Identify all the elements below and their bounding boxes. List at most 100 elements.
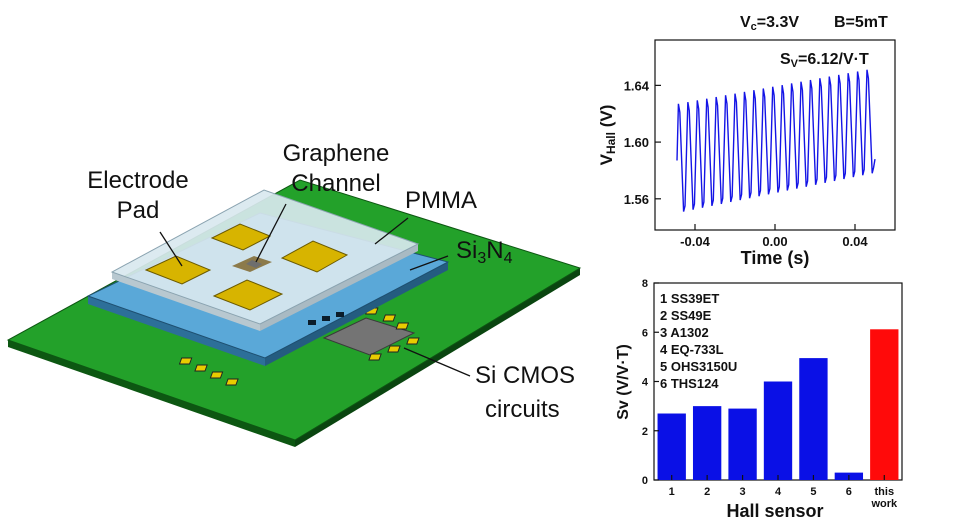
chip-pin [178, 357, 193, 365]
x-tick-label: 1 [669, 486, 675, 498]
leader-pmma [374, 217, 409, 245]
legend-item: 4 EQ-733L [660, 342, 724, 357]
si3n4-layer-side [88, 296, 265, 366]
cmos-chip-die [322, 317, 416, 356]
vc-main: V [740, 14, 751, 31]
electrode-label-line2: Pad [117, 197, 160, 224]
y-tick-label: 1.60 [624, 135, 649, 150]
chip-pin [194, 364, 208, 372]
x-tick-label: 6 [846, 486, 852, 498]
pcb-board-side [8, 340, 295, 447]
cmos-label-line1: Si CMOS [475, 362, 575, 389]
electrode-pad-right [280, 240, 349, 273]
x-tick-label: 4 [775, 486, 782, 498]
legend-item: 1 SS39ET [660, 291, 719, 306]
bar [728, 408, 757, 480]
y-tick-label: 1.56 [624, 192, 649, 207]
bar [799, 358, 828, 480]
bar [870, 329, 899, 480]
vc-sub: c [751, 21, 757, 33]
via [336, 312, 344, 317]
si3n4-sub1: 3 [477, 250, 486, 267]
pmma-layer-side [112, 272, 260, 331]
electrode-pad-bottom [212, 279, 284, 311]
chip-pin [368, 353, 382, 361]
leader-electrode [159, 231, 183, 267]
ylabel-unit: (V/V·T) [615, 344, 632, 400]
sv-value: =6.12/V·T [798, 51, 869, 68]
device-schematic: Electrode Pad Graphene Channel PMMA Si3N… [6, 140, 582, 447]
x-axis-label: Hall sensor [726, 501, 823, 521]
graphene-channel [232, 256, 272, 272]
electrode-label-line1: Electrode [87, 167, 188, 194]
x-tick-label: -0.04 [680, 234, 710, 249]
b-annotation: B=5mT [834, 14, 888, 31]
ylabel-sub: Hall [604, 132, 618, 154]
si3n4-label: Si3N4 [456, 237, 513, 267]
y-tick-label: 8 [642, 278, 648, 290]
si3n4-n: N [486, 237, 503, 264]
leader-lines [159, 203, 471, 377]
si3n4-vias [308, 312, 344, 325]
ylabel-main: Sv [615, 400, 632, 420]
vc-annotation: Vc=3.3V [740, 14, 799, 33]
legend-item: 6 THS124 [660, 376, 719, 391]
y-tick-label: 4 [642, 377, 649, 389]
si3n4-layer-side-right [265, 262, 448, 366]
graphene-label-line1: Graphene [283, 140, 390, 167]
legend-item: 3 A1302 [660, 325, 709, 340]
x-tick-label: 3 [740, 486, 746, 498]
x-axis-label: Time (s) [741, 248, 810, 268]
legend-item: 5 OHS3150U [660, 359, 737, 374]
x-tick-label: 0.00 [762, 234, 787, 249]
hall-voltage-chart: Vc=3.3V B=5mT SV=6.12/V·T 1.561.601.64 -… [597, 14, 896, 268]
graphene-label-line2: Channel [291, 170, 380, 197]
chip-pin [209, 371, 224, 379]
legend: 1 SS39ET 2 SS49E 3 A1302 4 EQ-733L 5 OHS… [660, 291, 737, 391]
ylabel-unit: (V) [597, 105, 616, 132]
pmma-layer [110, 189, 420, 325]
bar [692, 406, 722, 480]
chip-pin [382, 314, 397, 322]
x-axis-ticks: -0.04 0.00 0.04 [680, 224, 868, 249]
vc-value: =3.3V [757, 14, 800, 31]
chip-pin [225, 378, 239, 386]
y-tick-label: 6 [642, 327, 648, 339]
via [322, 316, 330, 321]
bar [763, 381, 793, 480]
leader-si3n4 [409, 255, 449, 271]
x-tick-label: work [870, 498, 898, 510]
x-tick-label: 2 [704, 486, 710, 498]
chip-pin [387, 345, 401, 353]
hall-voltage-trace [676, 69, 876, 212]
x-tick-label: this [875, 486, 895, 498]
sv-annotation: SV=6.12/V·T [780, 51, 869, 70]
electrode-pad-left [144, 255, 212, 285]
bar [657, 413, 686, 480]
x-tick-label: 0.04 [842, 234, 868, 249]
si3n4-si: Si [456, 237, 477, 264]
bars [657, 329, 899, 480]
cmos-label-line2: circuits [485, 396, 560, 423]
y-tick-label: 0 [642, 475, 648, 487]
sv-main: S [780, 51, 791, 68]
y-axis-label: VHall (V) [597, 105, 618, 166]
y-tick-label: 1.64 [624, 78, 650, 93]
pmma-layer-side-right [260, 244, 418, 331]
si3n4-sub2: 4 [504, 250, 513, 267]
x-tick-label: 5 [810, 486, 816, 498]
y-axis-ticks: 1.56 1.60 1.64 [624, 78, 661, 207]
sv-sub: V [791, 58, 799, 70]
leader-cmos [403, 347, 471, 377]
pmma-label: PMMA [405, 187, 477, 214]
leader-graphene [255, 203, 287, 263]
via [308, 320, 316, 325]
y-axis-label: Sv (V/V·T) [615, 344, 632, 420]
ylabel-main: V [597, 153, 616, 165]
graphene-channel-center [246, 260, 262, 268]
chip-pin [406, 337, 420, 345]
